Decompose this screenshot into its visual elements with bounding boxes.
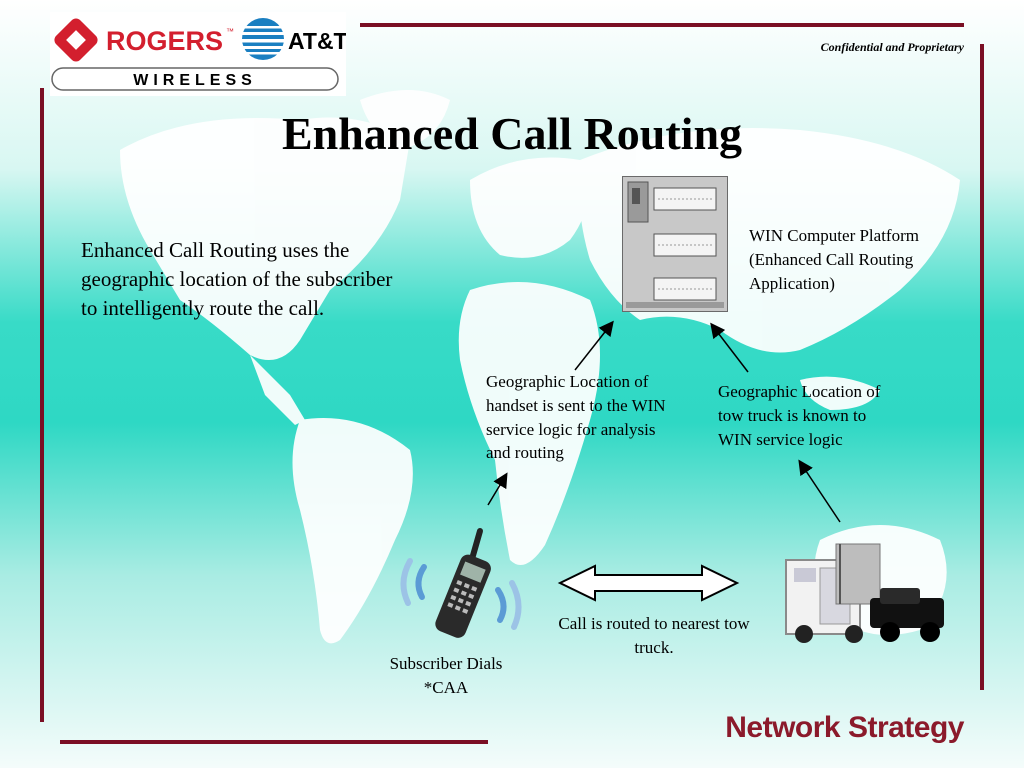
footer-title: Network Strategy bbox=[725, 711, 964, 744]
arrow-handset-to-label bbox=[487, 472, 508, 506]
left-rule bbox=[40, 88, 44, 722]
logo-brand-att: AT&T bbox=[288, 28, 346, 54]
logo-brand-rogers: ROGERS bbox=[106, 26, 223, 56]
confidential-note: Confidential and Proprietary bbox=[820, 40, 964, 54]
subscriber-label-line2: *CAA bbox=[423, 678, 469, 697]
arrow-label-to-server-right bbox=[710, 322, 749, 373]
cellphone-icon bbox=[400, 528, 522, 638]
subscriber-label-line1: Subscriber Dials bbox=[389, 654, 503, 673]
bottom-rule bbox=[60, 740, 488, 744]
handset-location-label: Geographic Location of handset is sent t… bbox=[486, 372, 666, 463]
server-label: WIN Computer Platform (Enhanced Call Rou… bbox=[749, 226, 919, 293]
logo-wireless: WIRELESS bbox=[133, 72, 257, 89]
truck-location-label: Geographic Location of tow truck is know… bbox=[718, 382, 881, 449]
page-title: Enhanced Call Routing bbox=[281, 108, 743, 159]
top-rule bbox=[360, 23, 964, 27]
routed-label: Call is routed to nearest tow truck. bbox=[558, 614, 750, 657]
rogers-att-logo: ROGERS ™ AT&T WIRELESS bbox=[50, 12, 346, 96]
double-arrow-route bbox=[557, 564, 740, 602]
logo-tm: ™ bbox=[226, 27, 234, 36]
server-icon bbox=[622, 176, 728, 312]
arrow-truck-to-label bbox=[798, 459, 841, 523]
description-text: Enhanced Call Routing uses the geographi… bbox=[81, 238, 393, 320]
right-rule bbox=[980, 44, 984, 690]
tow-truck-icon bbox=[785, 543, 944, 643]
arrow-label-to-server bbox=[574, 320, 614, 371]
att-globe-icon bbox=[242, 18, 284, 60]
